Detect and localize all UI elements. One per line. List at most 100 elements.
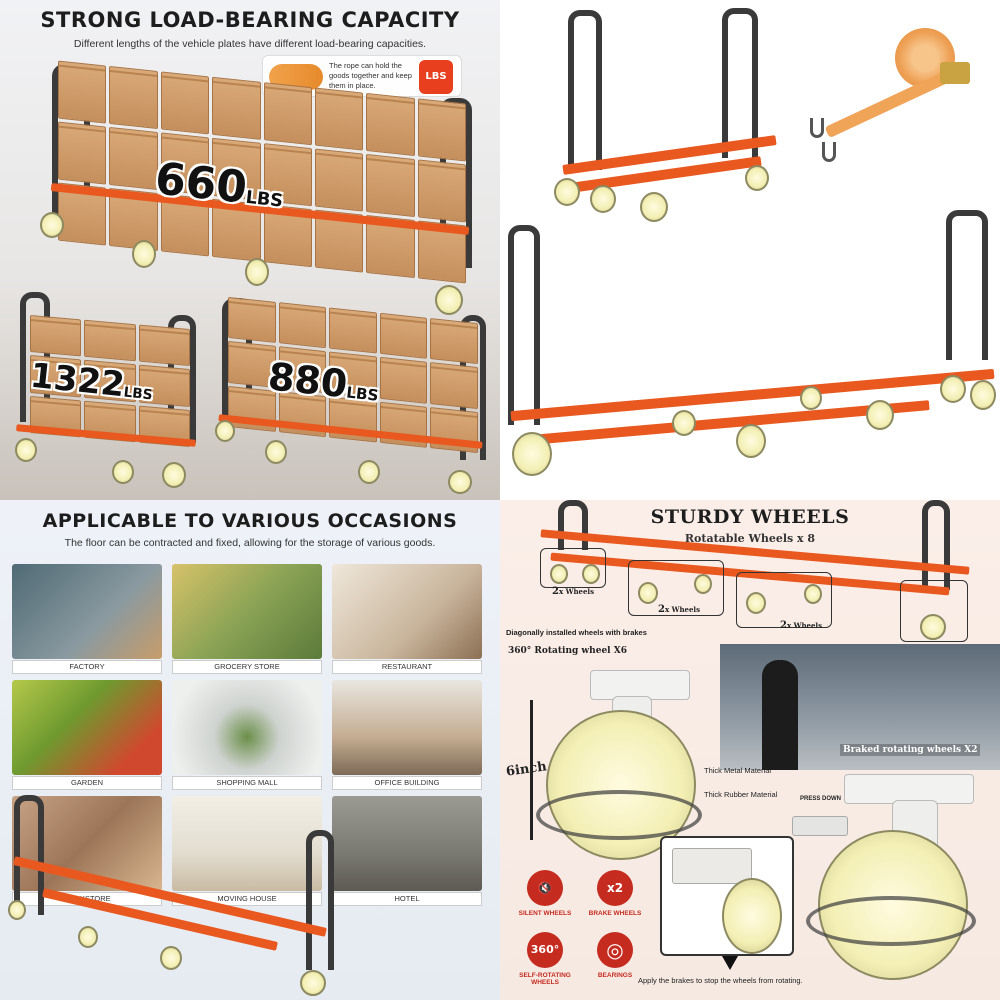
occasion-label: GARDEN: [12, 776, 162, 790]
wheel-group-count: 2x Wheels: [552, 586, 595, 597]
wheel-group-count: 2x Wheels: [658, 604, 701, 615]
occasion-factory: FACTORY: [12, 564, 162, 674]
occasion-label: RESTAURANT: [332, 660, 482, 674]
diagonal-brake-note: Diagonally installed wheels with brakes: [506, 628, 647, 637]
wheel-group-box: [900, 580, 968, 642]
wheel: [590, 185, 616, 213]
cart-handle: [558, 500, 588, 550]
metal-material-label: Thick Metal Material: [704, 766, 772, 775]
wheel-tread-ring: [806, 896, 976, 946]
lock-lbs-icon: LBS: [419, 60, 453, 94]
size-indicator-line: [530, 700, 533, 840]
wheel: [582, 564, 600, 584]
press-down-label: PRESS DOWN: [800, 796, 842, 802]
occasion-label: FACTORY: [12, 660, 162, 674]
wheel: [970, 380, 996, 410]
mute-icon: 🔇: [527, 870, 563, 906]
wheel-group-box: [736, 572, 832, 628]
wheel: [215, 420, 235, 442]
brake-icon: x2: [597, 870, 633, 906]
factory-photo: [12, 564, 162, 659]
occasion-label: SHOPPING MALL: [172, 776, 322, 790]
rotating-wheel-label: 360° Rotating wheel X6: [508, 646, 627, 656]
wheel: [132, 240, 156, 268]
wheel: [358, 460, 380, 484]
wheel-group-box: [540, 548, 606, 588]
wheel: [448, 470, 472, 494]
rope-note-text: The rope can hold the goods together and…: [329, 61, 412, 90]
wheel: [800, 386, 822, 410]
occasions-subtitle: The floor can be contracted and fixed, a…: [64, 537, 436, 549]
wheel: [722, 878, 782, 954]
brake-note: Apply the brakes to stop the wheels from…: [638, 976, 803, 985]
wheel-group-box: [628, 560, 724, 616]
wheel: [804, 584, 822, 604]
feature-silent-wheels: 🔇 SILENT WHEELS: [510, 870, 580, 917]
wheel: [640, 192, 668, 222]
occasion-shopping-mall: SHOPPING MALL: [172, 680, 322, 790]
wheel: [866, 400, 894, 430]
cart-handle: [722, 8, 758, 158]
restaurant-photo: [332, 564, 482, 659]
occasion-garden: GARDEN: [12, 680, 162, 790]
brake-pedal: [792, 816, 848, 836]
wheel-tread-ring: [536, 790, 702, 840]
wheel: [40, 212, 64, 238]
occasions-title: APPLICABLE TO VARIOUS OCCASIONS: [42, 510, 458, 532]
wheel: [554, 178, 580, 206]
cart-handle: [922, 500, 950, 590]
ratchet-buckle-icon: [940, 62, 970, 84]
occasions-panel: APPLICABLE TO VARIOUS OCCASIONS The floo…: [0, 500, 500, 1000]
brake-lever-icon: [672, 848, 752, 884]
wheel: [300, 970, 326, 996]
rubber-material-label: Thick Rubber Material: [704, 790, 778, 799]
load-capacity-panel: STRONG LOAD-BEARING CAPACITY Different l…: [0, 0, 500, 500]
wheel: [746, 592, 766, 614]
wheel: [245, 258, 269, 286]
wheel: [160, 946, 182, 970]
wheels-title: STURDY WHEELS: [650, 506, 850, 528]
caster-mount-plate: [590, 670, 690, 700]
garden-photo: [12, 680, 162, 775]
wheel: [745, 165, 769, 191]
worker-figure: [762, 660, 798, 770]
product-panel: [500, 0, 1000, 500]
wheel: [550, 564, 568, 584]
occasion-moving-house: MOVING HOUSE: [172, 796, 322, 906]
occasion-label: GROCERY STORE: [172, 660, 322, 674]
occasion-label: OFFICE BUILDING: [332, 776, 482, 790]
wheels-subtitle: Rotatable Wheels x 8: [684, 532, 816, 545]
hook-icon: [822, 142, 836, 162]
occasion-hotel: HOTEL: [332, 796, 482, 906]
feature-self-rotating: 360° SELF-ROTATING WHEELS: [510, 932, 580, 986]
wheel: [265, 440, 287, 464]
wheel: [736, 424, 766, 458]
load-capacity-title: STRONG LOAD-BEARING CAPACITY: [40, 8, 460, 32]
moving-house-photo: [172, 796, 322, 891]
cart-handle: [306, 830, 334, 970]
wheel: [15, 438, 37, 462]
load-capacity-subtitle: Different lengths of the vehicle plates …: [73, 38, 427, 50]
arrow-down-icon: [722, 956, 738, 970]
wheel: [512, 432, 552, 476]
wheel: [112, 460, 134, 484]
occasion-office-building: OFFICE BUILDING: [332, 680, 482, 790]
occasion-label: HOTEL: [332, 892, 482, 906]
cart-handle: [568, 10, 602, 170]
hook-icon: [810, 118, 824, 138]
wheel: [8, 900, 26, 920]
cart-handle: [946, 210, 988, 360]
bearing-icon: ◎: [597, 932, 633, 968]
wheel: [920, 614, 946, 640]
wheel-group-count: 2x Wheels: [780, 620, 823, 631]
braked-wheel-label: Braked rotating wheels X2: [840, 744, 981, 756]
office-building-photo: [332, 680, 482, 775]
cart-handle: [14, 795, 44, 915]
rotation-360-icon: 360°: [527, 932, 563, 968]
feature-brake-wheels: x2 BRAKE WHEELS: [580, 870, 650, 917]
wheels-panel: STURDY WHEELS Rotatable Wheels x 8 2x Wh…: [500, 500, 1000, 1000]
wheel-size-label: 6inch: [505, 759, 548, 780]
wheel: [694, 574, 712, 594]
wheel: [672, 410, 696, 436]
cart-frame-rail: [510, 368, 995, 422]
